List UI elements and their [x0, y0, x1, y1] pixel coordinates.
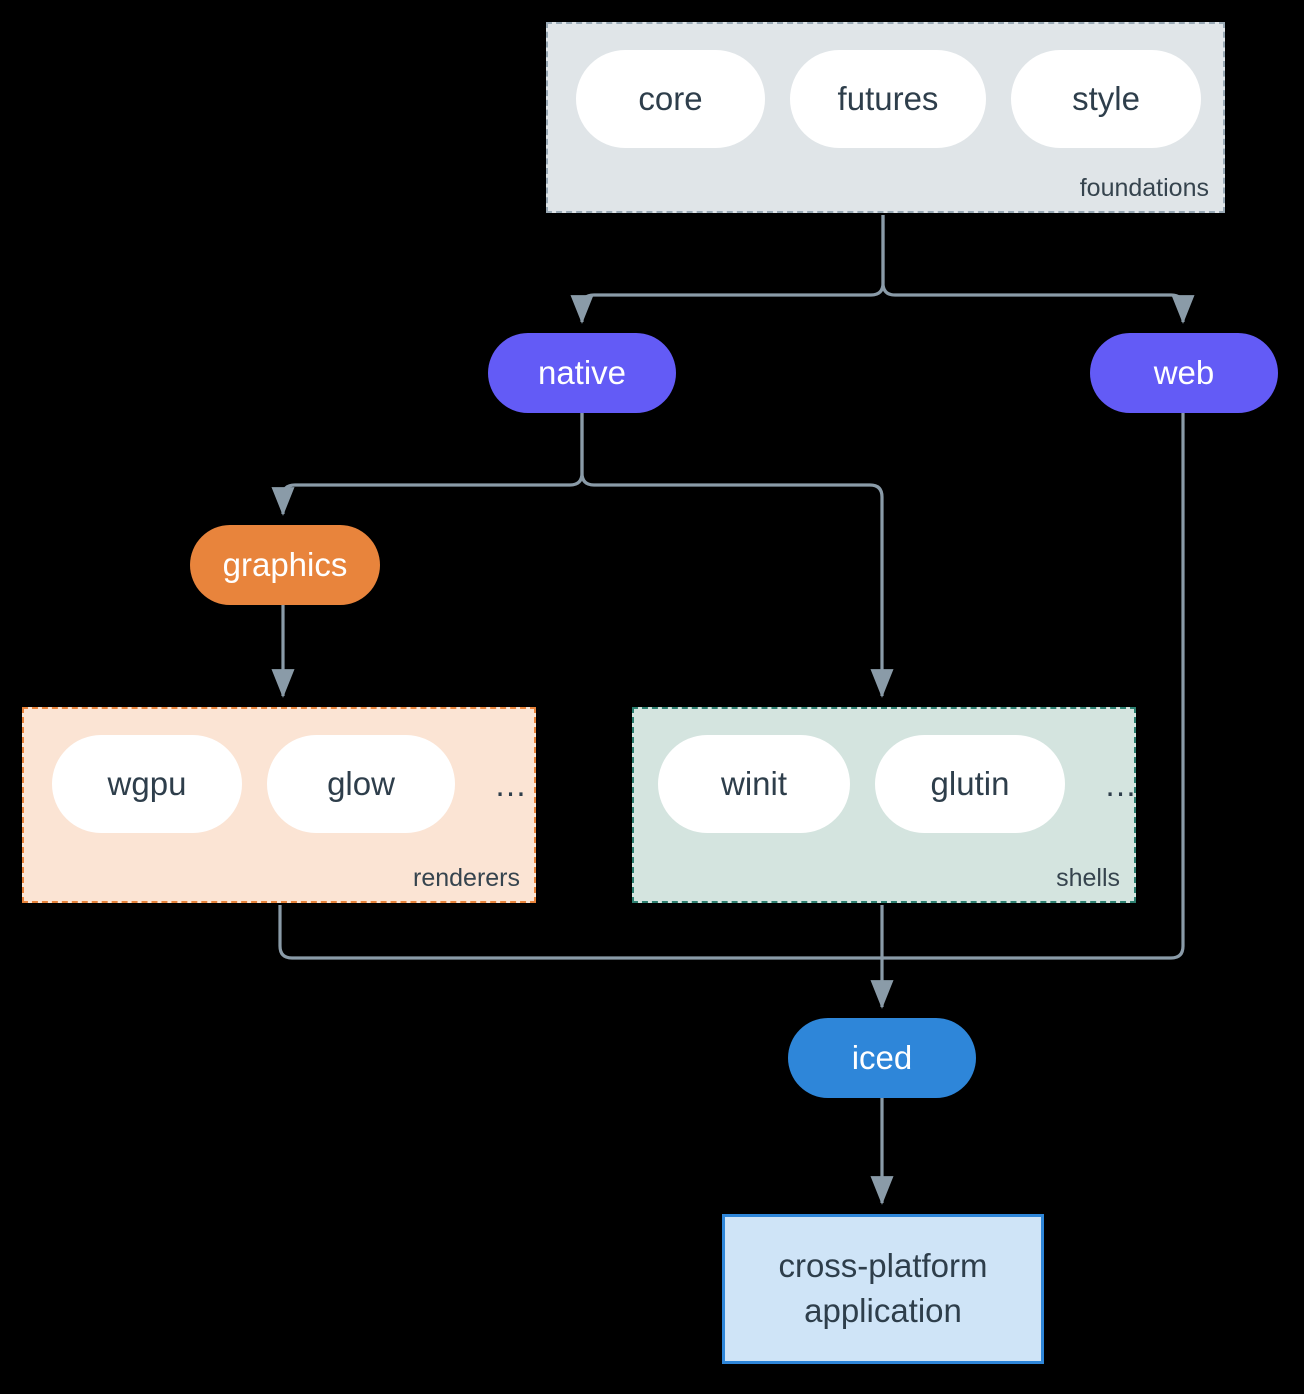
shells-ellipsis: … [1104, 765, 1138, 803]
group-shells: winit glutin … shells [632, 707, 1138, 903]
group-foundations: core futures style foundations [546, 22, 1225, 213]
pill-core[interactable]: core [576, 50, 765, 148]
node-web[interactable]: web [1090, 333, 1278, 413]
group-renderers: wgpu glow … renderers [22, 707, 536, 903]
node-native[interactable]: native [488, 333, 676, 413]
node-iced[interactable]: iced [788, 1018, 976, 1098]
group-label-foundations: foundations [1079, 174, 1209, 202]
pill-style[interactable]: style [1011, 50, 1201, 148]
group-label-shells: shells [1056, 864, 1120, 892]
shells-pill-row: winit glutin … [658, 735, 1138, 833]
application-label-line1: cross-platform [778, 1247, 988, 1285]
edge-native-shells [580, 413, 894, 698]
pill-winit[interactable]: winit [658, 735, 850, 833]
foundations-pill-row: core futures style [576, 50, 1201, 148]
pill-wgpu[interactable]: wgpu [52, 735, 242, 833]
renderers-pill-row: wgpu glow … [52, 735, 528, 833]
edge-foundations-native [570, 215, 885, 324]
renderers-ellipsis: … [494, 765, 528, 803]
pill-glutin[interactable]: glutin [875, 735, 1065, 833]
pill-glow[interactable]: glow [267, 735, 455, 833]
application-label-line2: application [804, 1292, 962, 1329]
group-label-renderers: renderers [413, 864, 520, 892]
edge-renderers-iced [278, 905, 883, 960]
edge-foundations-web [881, 215, 1195, 324]
pill-futures[interactable]: futures [790, 50, 986, 148]
edge-native-graphics [271, 413, 584, 516]
node-cross-platform-application[interactable]: cross-platform application [722, 1214, 1044, 1364]
node-graphics[interactable]: graphics [190, 525, 380, 605]
